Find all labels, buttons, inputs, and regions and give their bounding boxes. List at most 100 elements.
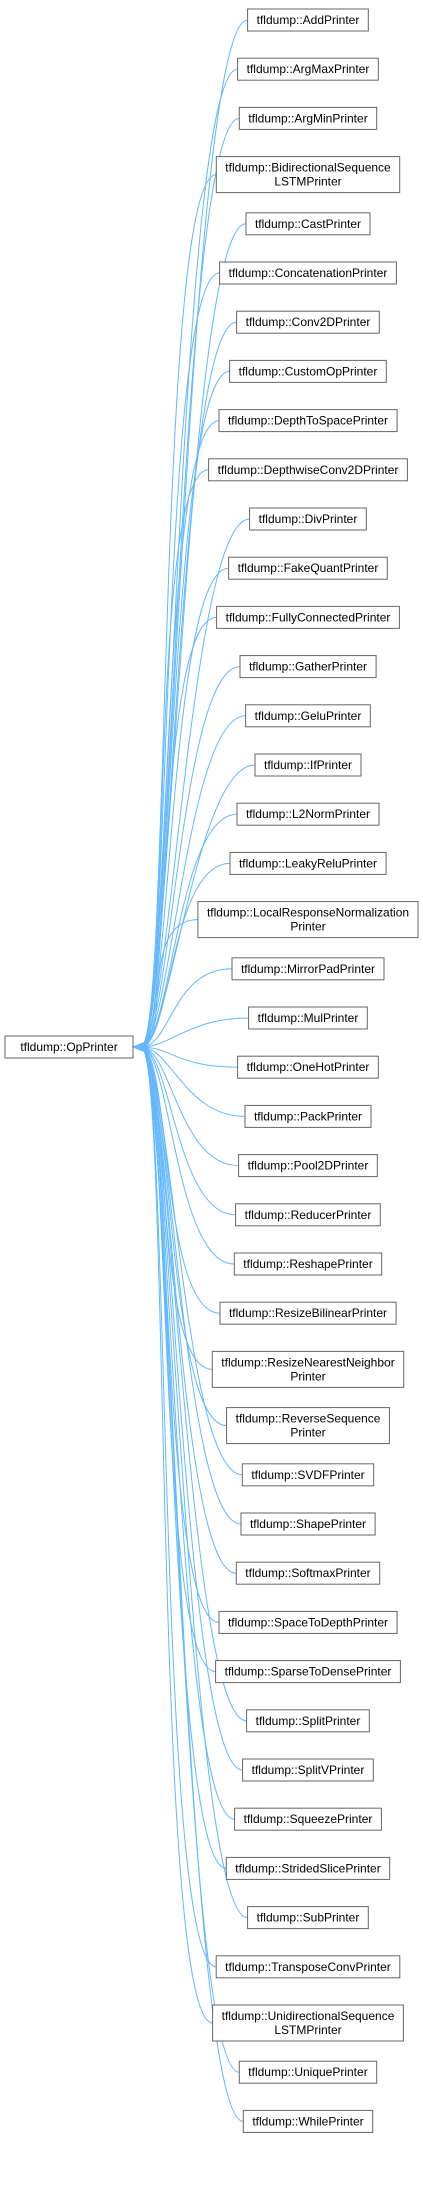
derived-class-node[interactable]: tfldump::PackPrinter <box>244 1104 372 1128</box>
derived-class-node[interactable]: tfldump::SqueezePrinter <box>234 1807 382 1831</box>
derived-class-node[interactable]: tfldump::UnidirectionalSequenceLSTMPrint… <box>212 2004 404 2042</box>
derived-class-node[interactable]: tfldump::ReshapePrinter <box>233 1252 383 1276</box>
derived-class-label: tfldump::SparseToDensePrinter <box>225 1665 392 1679</box>
derived-class-node[interactable]: tfldump::DepthwiseConv2DPrinter <box>208 458 408 482</box>
derived-class-label: tfldump::ConcatenationPrinter <box>229 266 388 280</box>
derived-class-label: tfldump::LocalResponseNormalization <box>207 906 409 920</box>
derived-class-node[interactable]: tfldump::StridedSlicePrinter <box>225 1856 391 1880</box>
inheritance-edge <box>140 1046 244 2122</box>
derived-class-node[interactable]: tfldump::FullyConnectedPrinter <box>216 605 400 629</box>
derived-class-node[interactable]: tfldump::ConcatenationPrinter <box>219 261 397 285</box>
derived-class-box <box>254 753 362 777</box>
derived-class-box <box>246 1709 370 1733</box>
derived-class-label: tfldump::SVDFPrinter <box>251 1468 364 1482</box>
inheritance-edge <box>140 1046 227 1869</box>
base-class-node[interactable]: tfldump::OpPrinter <box>4 1035 134 1059</box>
derived-class-node[interactable]: tfldump::LeakyReluPrinter <box>229 851 387 875</box>
derived-class-node[interactable]: tfldump::MulPrinter <box>248 1006 368 1030</box>
derived-class-label: tfldump::MulPrinter <box>258 1011 359 1025</box>
derived-class-node[interactable]: tfldump::ArgMinPrinter <box>238 106 378 130</box>
derived-class-label: tfldump::L2NormPrinter <box>246 807 370 821</box>
derived-class-box <box>245 704 371 728</box>
derived-class-node[interactable]: tfldump::WhilePrinter <box>242 2109 374 2133</box>
derived-class-node[interactable]: tfldump::AddPrinter <box>247 8 369 32</box>
derived-class-label: tfldump::SpaceToDepthPrinter <box>228 1615 388 1629</box>
derived-class-label: tfldump::IfPrinter <box>264 758 352 772</box>
derived-class-node[interactable]: tfldump::Pool2DPrinter <box>238 1154 378 1178</box>
inheritance-edge <box>140 666 241 1048</box>
derived-class-label: tfldump::FullyConnectedPrinter <box>226 610 391 624</box>
derived-class-label: tfldump::CastPrinter <box>255 217 361 231</box>
derived-class-label: tfldump::SoftmaxPrinter <box>245 1566 370 1580</box>
derived-class-box <box>241 1463 375 1487</box>
derived-class-label: tfldump::DepthToSpacePrinter <box>228 414 388 428</box>
derived-class-node[interactable]: tfldump::ArgMaxPrinter <box>237 57 379 81</box>
base-class-box <box>4 1035 134 1059</box>
derived-class-box <box>215 1955 401 1979</box>
derived-class-label: tfldump::TransposeConvPrinter <box>225 1960 391 1974</box>
derived-class-box <box>211 1350 405 1388</box>
inheritance-edge <box>140 1046 237 1574</box>
derived-class-node[interactable]: tfldump::L2NormPrinter <box>236 802 380 826</box>
inheritance-edge <box>140 1017 249 1048</box>
derived-class-node[interactable]: tfldump::FakeQuantPrinter <box>228 556 388 580</box>
derived-class-label: Printer <box>290 920 325 934</box>
inheritance-arrowhead <box>131 1042 144 1052</box>
derived-class-node[interactable]: tfldump::SoftmaxPrinter <box>235 1561 381 1585</box>
derived-class-box <box>242 2109 374 2133</box>
derived-class-node[interactable]: tfldump::DepthToSpacePrinter <box>218 409 398 433</box>
derived-class-label: LSTMPrinter <box>274 175 341 189</box>
derived-class-node[interactable]: tfldump::SubPrinter <box>247 1906 369 1930</box>
derived-class-box <box>216 605 400 629</box>
inheritance-edge <box>140 272 220 1048</box>
derived-class-box <box>236 802 380 826</box>
derived-class-node[interactable]: tfldump::Conv2DPrinter <box>236 310 380 334</box>
derived-class-node[interactable]: tfldump::SpaceToDepthPrinter <box>218 1610 398 1634</box>
derived-class-node[interactable]: tfldump::LocalResponseNormalizationPrint… <box>197 901 419 939</box>
derived-class-label: tfldump::CustomOpPrinter <box>239 364 378 378</box>
derived-class-label: Printer <box>290 1369 325 1383</box>
derived-class-node[interactable]: tfldump::ShapePrinter <box>240 1512 376 1536</box>
derived-class-node[interactable]: tfldump::CustomOpPrinter <box>229 359 387 383</box>
derived-class-box <box>245 212 371 236</box>
inheritance-edge <box>140 1046 246 1117</box>
inheritance-edge <box>140 518 250 1048</box>
derived-class-node[interactable]: tfldump::ReducerPrinter <box>235 1203 381 1227</box>
derived-class-node[interactable]: tfldump::IfPrinter <box>254 753 362 777</box>
inheritance-edge <box>140 1046 238 1068</box>
derived-class-box <box>238 2060 378 2084</box>
derived-class-node[interactable]: tfldump::SplitVPrinter <box>242 1758 374 1782</box>
derived-class-node[interactable]: tfldump::SVDFPrinter <box>241 1463 375 1487</box>
derived-class-node[interactable]: tfldump::GeluPrinter <box>245 704 371 728</box>
derived-class-node[interactable]: tfldump::OneHotPrinter <box>237 1055 379 1079</box>
derived-class-box <box>197 901 419 939</box>
derived-class-label: tfldump::OneHotPrinter <box>247 1060 370 1074</box>
derived-class-node[interactable]: tfldump::TransposeConvPrinter <box>215 1955 401 1979</box>
derived-class-label: tfldump::PackPrinter <box>254 1109 362 1123</box>
derived-class-node[interactable]: tfldump::SparseToDensePrinter <box>215 1660 401 1684</box>
derived-class-node[interactable]: tfldump::DivPrinter <box>249 507 367 531</box>
derived-class-box <box>215 156 401 194</box>
derived-class-box <box>212 2004 404 2042</box>
derived-class-node[interactable]: tfldump::MirrorPadPrinter <box>231 957 385 981</box>
derived-class-box <box>215 1660 401 1684</box>
derived-class-box <box>247 1906 369 1930</box>
derived-class-box <box>208 458 408 482</box>
derived-class-node[interactable]: tfldump::GatherPrinter <box>239 655 377 679</box>
derived-class-node[interactable]: tfldump::SplitPrinter <box>246 1709 370 1733</box>
inheritance-edge <box>140 1046 247 1722</box>
derived-class-label: LSTMPrinter <box>274 2023 341 2037</box>
derived-class-node[interactable]: tfldump::ResizeBilinearPrinter <box>219 1301 397 1325</box>
inheritance-edge <box>140 616 217 1048</box>
inheritance-edge <box>140 968 233 1048</box>
derived-class-label: tfldump::WhilePrinter <box>252 2114 363 2128</box>
derived-class-node[interactable]: tfldump::UniquePrinter <box>238 2060 378 2084</box>
derived-class-node[interactable]: tfldump::CastPrinter <box>245 212 371 236</box>
derived-class-label: tfldump::SplitPrinter <box>256 1714 361 1728</box>
derived-class-box <box>226 1407 390 1445</box>
derived-class-node[interactable]: tfldump::BidirectionalSequenceLSTMPrinte… <box>215 156 401 194</box>
inheritance-edge <box>140 715 246 1048</box>
